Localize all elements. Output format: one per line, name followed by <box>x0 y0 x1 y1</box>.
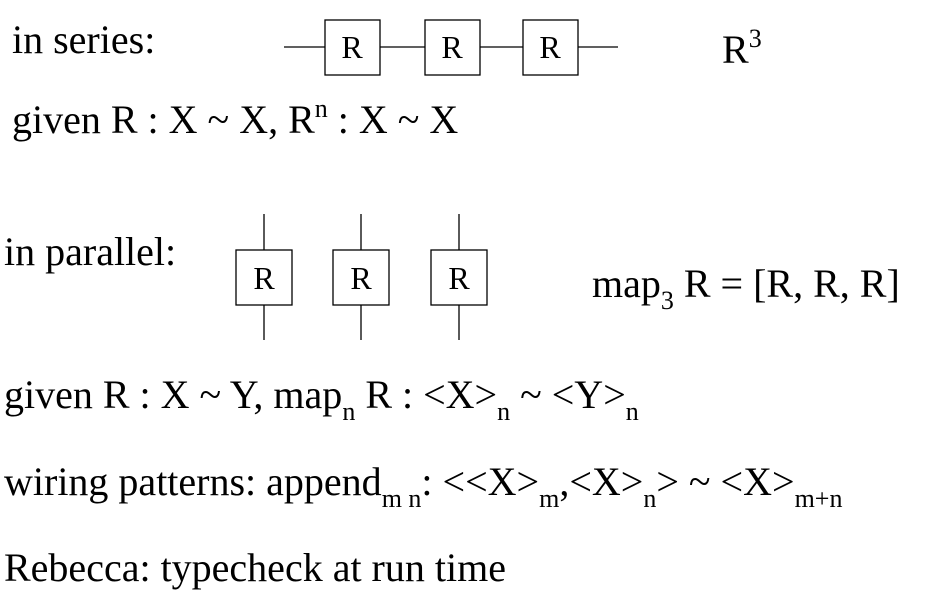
series-box-1-label: R <box>341 29 363 65</box>
rebecca-line: Rebecca: typecheck at run time <box>4 545 506 590</box>
map-subscript: 3 <box>660 286 674 315</box>
parallel-box-1-label: R <box>253 260 275 296</box>
series-given-a: given R : X ~ X, R <box>12 97 315 142</box>
wiring-a: wiring patterns: append <box>4 459 382 504</box>
parallel-box-3-label: R <box>448 260 470 296</box>
wiring-d: > ~ <X> <box>656 459 795 504</box>
series-box-3 <box>522 19 579 76</box>
given-map-b: R : <X> <box>355 372 498 417</box>
wiring-sub1: m n <box>381 484 422 513</box>
series-given: given R : X ~ X, Rn : X ~ X <box>12 96 459 142</box>
series-label: in series: <box>12 17 156 62</box>
parallel-box-1 <box>235 249 293 306</box>
wiring-patterns-line: wiring patterns: appendm n: <<X>m,<X>n> … <box>4 459 842 512</box>
given-map-line: given R : X ~ Y, mapn R : <X>n ~ <Y>n <box>4 372 639 425</box>
map-text: map <box>592 261 661 306</box>
parallel-box-2-label: R <box>350 260 372 296</box>
series-result-exponent: 3 <box>748 24 762 53</box>
given-map-sub3: n <box>625 397 639 426</box>
map-rhs: R = [R, R, R] <box>673 261 900 306</box>
given-map-sub1: n <box>342 397 356 426</box>
series-given-b: : X ~ X <box>327 97 459 142</box>
series-box-2-label: R <box>441 29 463 65</box>
given-map-c: ~ <Y> <box>510 372 626 417</box>
wiring-b: : <<X> <box>421 459 540 504</box>
series-box-2 <box>424 19 481 76</box>
wiring-sub3: n <box>643 484 657 513</box>
parallel-map-equation: map3 R = [R, R, R] <box>592 261 900 314</box>
series-result-base: R <box>722 27 749 72</box>
wiring-c: ,<X> <box>559 459 644 504</box>
wiring-sub2: m <box>539 484 560 513</box>
series-given-sup: n <box>314 94 328 123</box>
wiring-sub4: m+n <box>794 484 843 513</box>
parallel-box-3 <box>430 249 488 306</box>
given-map-sub2: n <box>497 397 511 426</box>
series-result: R3 <box>722 26 762 72</box>
series-box-3-label: R <box>539 29 561 65</box>
given-map-a: given R : X ~ Y, map <box>4 372 343 417</box>
parallel-label: in parallel: <box>4 229 177 274</box>
